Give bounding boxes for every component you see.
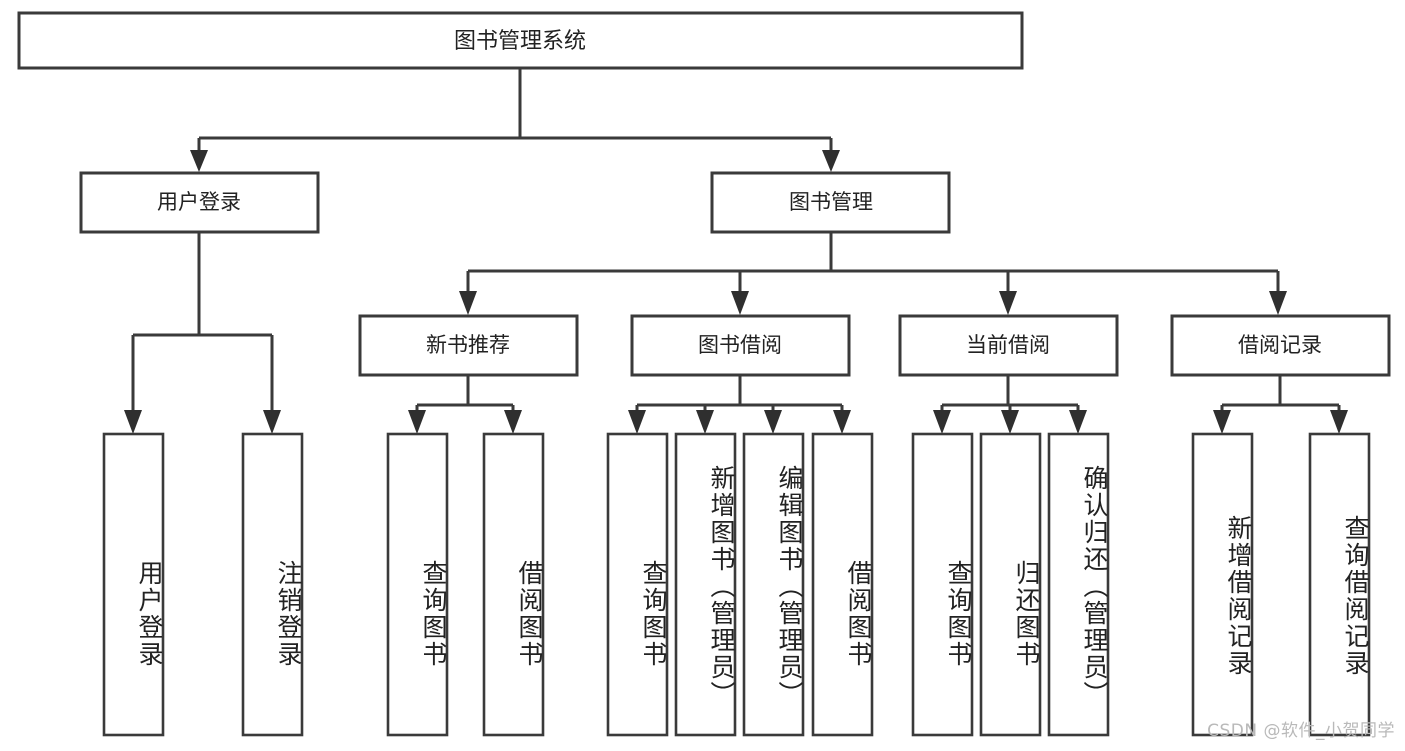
leaf-node-edit-book[interactable]: [742, 432, 805, 737]
node-current-borrow[interactable]: 当前借阅: [898, 314, 1119, 377]
leaf-node-borrow-book-2[interactable]: [811, 432, 874, 737]
node-root-system[interactable]: 图书管理系统: [17, 11, 1024, 70]
leaf-node-add-record[interactable]: [1191, 432, 1254, 737]
node-borrow-record-label: 借阅记录: [1238, 333, 1322, 357]
connector-userlogin-to-leaves: [124, 232, 281, 434]
connector-newbook-to-leaves: [408, 375, 522, 434]
leaf-node-query-record[interactable]: [1308, 432, 1371, 737]
leaf-node-query-book-3[interactable]: [911, 432, 974, 737]
leaf-node-user-login[interactable]: [102, 432, 165, 737]
connector-currentborrow-to-leaves: [933, 375, 1087, 434]
leaf-node-add-book[interactable]: [674, 432, 737, 737]
node-book-borrow[interactable]: 图书借阅: [630, 314, 851, 377]
node-borrow-record[interactable]: 借阅记录: [1170, 314, 1391, 377]
csdn-watermark: CSDN @软件_小贺同学: [1207, 721, 1395, 741]
connector-root-to-level2: [190, 68, 840, 172]
connector-borrowrecord-to-leaves: [1213, 375, 1348, 434]
leaf-node-query-book-1[interactable]: [386, 432, 449, 737]
node-new-book-recommend[interactable]: 新书推荐: [358, 314, 579, 377]
node-book-manage[interactable]: 图书管理: [710, 171, 951, 234]
node-book-borrow-label: 图书借阅: [698, 333, 782, 357]
node-new-book-recommend-label: 新书推荐: [426, 333, 510, 357]
node-user-login-label: 用户登录: [157, 190, 241, 214]
leaf-node-return-book[interactable]: [979, 432, 1042, 737]
node-root-system-label: 图书管理系统: [454, 29, 586, 54]
leaf-node-confirm-return[interactable]: [1047, 432, 1110, 737]
leaf-node-query-book-2[interactable]: [606, 432, 669, 737]
leaf-node-borrow-book-1[interactable]: [482, 432, 545, 737]
connector-bookmanage-to-level3: [459, 232, 1287, 315]
connector-bookborrow-to-leaves: [628, 375, 851, 434]
node-user-login[interactable]: 用户登录: [79, 171, 320, 234]
node-current-borrow-label: 当前借阅: [966, 333, 1050, 357]
node-book-manage-label: 图书管理: [789, 190, 873, 214]
leaf-node-logout-login[interactable]: [241, 432, 304, 737]
